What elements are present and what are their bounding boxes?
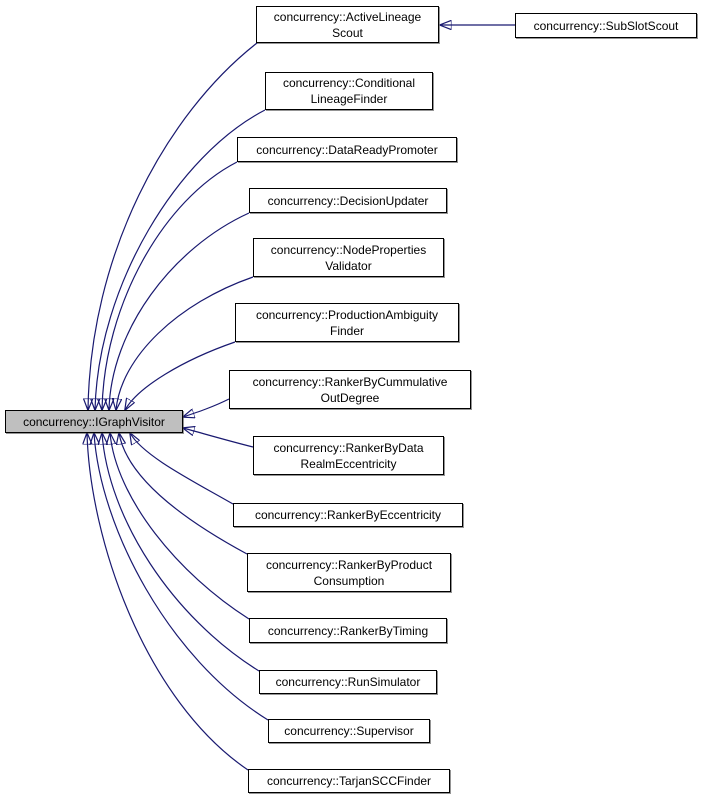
node-concurrency-nodepropertiesvalidator[interactable]: concurrency::NodeProperties Validator <box>253 238 444 277</box>
node-concurrency-rankerbyeccentricity[interactable]: concurrency::RankerByEccentricity <box>233 503 463 527</box>
edge-supervisor-to-igraphvisitor <box>94 433 269 721</box>
node-label: LineageFinder <box>310 92 388 106</box>
edge-rankerbycummulativeoutdegree-to-igraphvisitor <box>183 398 230 417</box>
edge-rankerbyproductconsumption-to-igraphvisitor <box>119 433 248 555</box>
node-concurrency-decisionupdater[interactable]: concurrency::DecisionUpdater <box>249 188 447 213</box>
node-label: concurrency::RankerByProduct <box>265 557 433 572</box>
node-concurrency-activelineagescout[interactable]: concurrency::ActiveLineage Scout <box>256 6 439 43</box>
node-label: concurrency::NodeProperties <box>270 242 427 257</box>
edge-rankerbyeccentricity-to-igraphvisitor <box>130 433 234 505</box>
node-concurrency-runsimulator[interactable]: concurrency::RunSimulator <box>259 670 437 694</box>
node-label: OutDegree <box>320 390 380 405</box>
node-concurrency-rankerbytiming[interactable]: concurrency::RankerByTiming <box>249 618 447 643</box>
node-label: concurrency::Conditional <box>282 76 416 90</box>
node-label: concurrency::RunSimulator <box>275 675 421 689</box>
node-label: Finder <box>329 323 364 338</box>
node-concurrency-datareadypromoter[interactable]: concurrency::DataReadyPromoter <box>237 137 457 162</box>
node-label: concurrency::RankerByCummulative <box>252 374 448 389</box>
edge-rankerbydatarealmeccentricity-to-igraphvisitor <box>183 428 254 448</box>
node-label: concurrency::RankerByData <box>273 440 424 455</box>
node-label: concurrency::TarjanSCCFinder <box>266 774 432 788</box>
node-label: concurrency::IGraphVisitor <box>23 414 165 429</box>
node-concurrency-rankerbydatarealmeccentricity[interactable]: concurrency::RankerByData RealmEccentric… <box>253 436 444 475</box>
node-concurrency-supervisor[interactable]: concurrency::Supervisor <box>268 719 430 743</box>
node-concurrency-conditionallineagefinder[interactable]: concurrency::Conditional LineageFinder <box>265 72 433 110</box>
node-label: Scout <box>332 25 363 40</box>
node-concurrency-subslotscout[interactable]: concurrency::SubSlotScout <box>515 13 697 38</box>
node-label: concurrency::ProductionAmbiguity <box>255 307 439 322</box>
node-label: concurrency::ActiveLineage <box>273 9 422 24</box>
node-label: RealmEccentricity <box>300 456 397 471</box>
node-label: concurrency::DecisionUpdater <box>267 193 429 208</box>
node-label: concurrency::SubSlotScout <box>533 18 679 33</box>
node-label: Consumption <box>313 573 385 588</box>
node-concurrency-igraphvisitor: concurrency::IGraphVisitor <box>5 410 183 433</box>
edge-decisionupdater-to-igraphvisitor <box>109 212 250 410</box>
node-label: concurrency::RankerByTiming <box>267 623 429 638</box>
node-label: concurrency::Supervisor <box>284 724 414 738</box>
node-label: Validator <box>325 258 372 273</box>
node-concurrency-rankerbyproductconsumption[interactable]: concurrency::RankerByProduct Consumption <box>247 553 451 592</box>
edge-tarjansccfinder-to-igraphvisitor <box>87 433 249 771</box>
edge-runsimulator-to-igraphvisitor <box>102 433 260 672</box>
edge-activelineagescout-to-igraphvisitor <box>88 42 258 410</box>
edge-datareadypromoter-to-igraphvisitor <box>102 161 238 410</box>
node-concurrency-tarjansccfinder[interactable]: concurrency::TarjanSCCFinder <box>248 769 450 793</box>
edge-nodepropertiesvalidator-to-igraphvisitor <box>116 276 254 410</box>
node-label: concurrency::RankerByEccentricity <box>254 508 442 522</box>
edge-conditionallineagefinder-to-igraphvisitor <box>95 109 266 410</box>
edge-rankerbytiming-to-igraphvisitor <box>110 433 250 620</box>
node-concurrency-productionambiguityfinder[interactable]: concurrency::ProductionAmbiguity Finder <box>235 303 459 342</box>
node-label: concurrency::DataReadyPromoter <box>256 142 438 157</box>
node-concurrency-rankerbycummulativeoutdegree[interactable]: concurrency::RankerByCummulative OutDegr… <box>229 370 471 409</box>
edge-productionambiguityfinder-to-igraphvisitor <box>125 341 236 410</box>
